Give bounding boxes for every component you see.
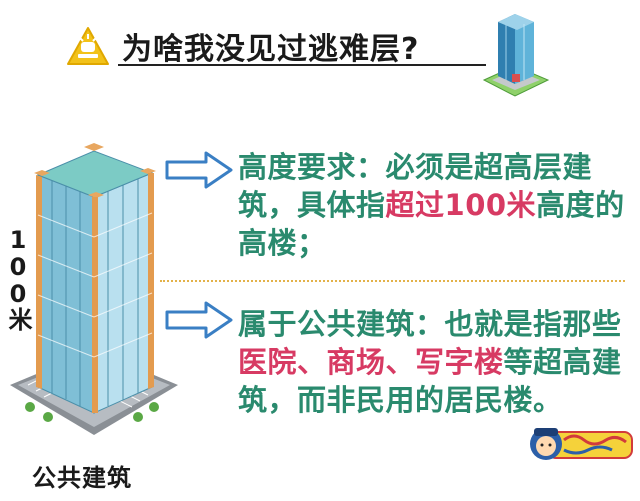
criterion-public-building: 属于公共建筑：也就是指那些医院、商场、写字楼等超高建筑，而非民用的居民楼。 xyxy=(238,305,633,419)
height-label: 100米 xyxy=(4,226,32,330)
building-caption: 公共建筑 xyxy=(32,464,132,492)
criterion-text: 等超高建筑，而非民用的居民楼。 xyxy=(238,345,622,417)
criterion-height: 高度要求：必须是超高层建筑，具体指超过100米高度的高楼； xyxy=(238,148,633,262)
criterion-text: 高度要求：必须是超高层建筑，具体指 xyxy=(238,150,593,222)
right-arrow-icon xyxy=(165,301,233,339)
dotted-divider xyxy=(160,280,625,282)
title-underline xyxy=(118,64,486,66)
criterion-text: 高度的高楼； xyxy=(238,188,625,260)
warning-triangle-icon xyxy=(67,27,109,65)
criterion-text: 属于公共建筑：也就是指那些 xyxy=(238,307,622,341)
right-arrow-icon xyxy=(165,151,233,189)
criterion-highlight: 超过100米 xyxy=(385,188,537,222)
small-building-illustration xyxy=(482,14,550,97)
skyscraper-illustration xyxy=(10,143,178,435)
brand-logo xyxy=(530,428,633,460)
criterion-highlight: 医院、商场、写字楼 xyxy=(238,345,504,379)
page-title: 为啥我没见过逃难层? xyxy=(122,32,420,67)
